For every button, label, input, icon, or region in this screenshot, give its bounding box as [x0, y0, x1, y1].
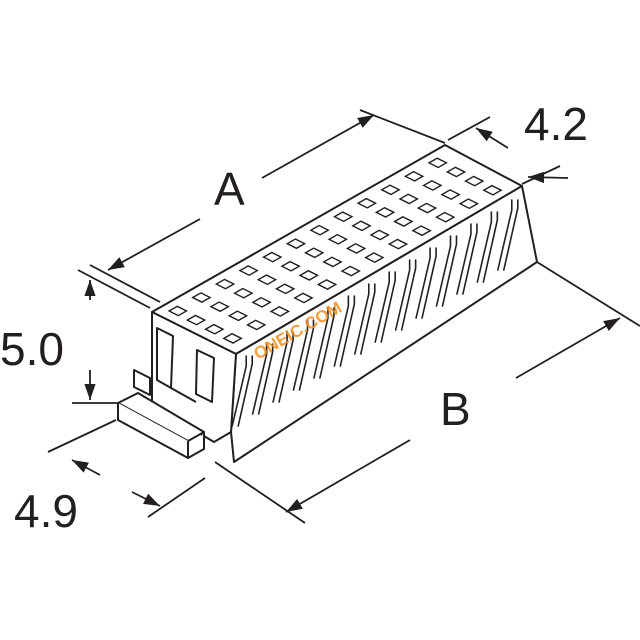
contact-slot: [411, 225, 432, 237]
dimension-42-label: 4.2: [524, 98, 588, 150]
left-end-details: [117, 327, 215, 459]
dimension-b-line-lower: [285, 439, 411, 513]
dimension-b-line-upper: [515, 317, 621, 379]
contact-slot: [380, 184, 401, 196]
contact-pin: [292, 319, 315, 391]
contact-slot: [340, 265, 361, 277]
connector-body: [151, 144, 538, 463]
contact-slot: [422, 179, 443, 191]
contact-slot: [435, 211, 456, 223]
dimension-lines: [47, 109, 640, 524]
contact-pin: [374, 271, 397, 343]
contact-pin: [272, 331, 294, 403]
contact-pin: [435, 235, 458, 307]
contact-slot: [167, 305, 188, 317]
contact-slot: [464, 175, 485, 187]
contact-slot: [445, 166, 467, 178]
dimension-49-line-upper: [71, 459, 101, 476]
contact-slot: [185, 314, 207, 326]
dimension-49-line-lower: [131, 491, 161, 507]
contact-pin: [415, 247, 437, 319]
contact-slot: [227, 310, 249, 322]
dimension-a-line-lower: [107, 218, 201, 271]
dimension-a-label: A: [214, 163, 245, 215]
dimension-50-label: 5.0: [0, 323, 64, 375]
contact-pin: [353, 283, 376, 355]
contact-slot: [298, 269, 320, 281]
contact-slot: [440, 189, 461, 201]
contact-slot: [316, 279, 338, 290]
contact-slots: [167, 157, 503, 344]
contact-slot: [351, 220, 372, 232]
contact-slot: [393, 216, 414, 227]
contact-slot: [209, 301, 230, 313]
contact-slot: [222, 332, 243, 344]
contact-pin: [476, 211, 499, 283]
contact-slot: [269, 305, 291, 317]
contact-slot: [387, 238, 409, 250]
dimension-49-label: 4.9: [14, 485, 78, 537]
contact-pin: [313, 307, 335, 379]
contact-slot: [322, 256, 343, 268]
contact-slot: [251, 296, 272, 308]
contact-slot: [398, 193, 419, 205]
contact-pin: [394, 259, 417, 331]
contact-slot: [427, 157, 448, 169]
contact-slot: [416, 202, 438, 214]
contact-slot: [214, 278, 236, 290]
dimension-42-line-lower: [527, 171, 569, 184]
contact-slot: [374, 206, 396, 218]
contact-pin: [251, 343, 274, 415]
contact-slot: [262, 251, 283, 263]
contact-slot: [369, 229, 390, 241]
contact-slot: [204, 323, 225, 335]
contact-slot: [356, 197, 378, 209]
latch-post-left: [156, 327, 174, 389]
contact-slot: [280, 260, 301, 272]
dimension-a-line-upper: [261, 114, 375, 179]
contact-slot: [285, 238, 307, 250]
contact-slot: [403, 170, 425, 182]
front-peg: [133, 369, 151, 396]
contact-pin: [231, 355, 254, 427]
dimension-b-label: B: [440, 383, 471, 435]
contact-slot: [238, 265, 259, 277]
contact-slot: [309, 224, 330, 236]
dimension-42-line-upper: [475, 127, 509, 149]
contact-slot: [245, 319, 267, 331]
contact-slot: [191, 292, 212, 303]
contact-pin: [333, 295, 356, 367]
contact-slot: [303, 247, 325, 259]
contact-slot: [364, 252, 385, 264]
contact-slot: [274, 283, 296, 295]
contact-slot: [458, 198, 480, 210]
contact-slot: [293, 292, 314, 304]
contact-slot: [332, 211, 354, 223]
contact-pin: [496, 199, 519, 271]
contact-pin: [456, 223, 478, 295]
latch-post-right: [195, 349, 215, 403]
contact-slot: [256, 274, 278, 286]
contact-slot: [233, 287, 254, 299]
contact-slot: [345, 242, 367, 254]
contact-pins: [231, 199, 519, 427]
contact-slot: [482, 184, 503, 196]
contact-slot: [327, 233, 349, 245]
